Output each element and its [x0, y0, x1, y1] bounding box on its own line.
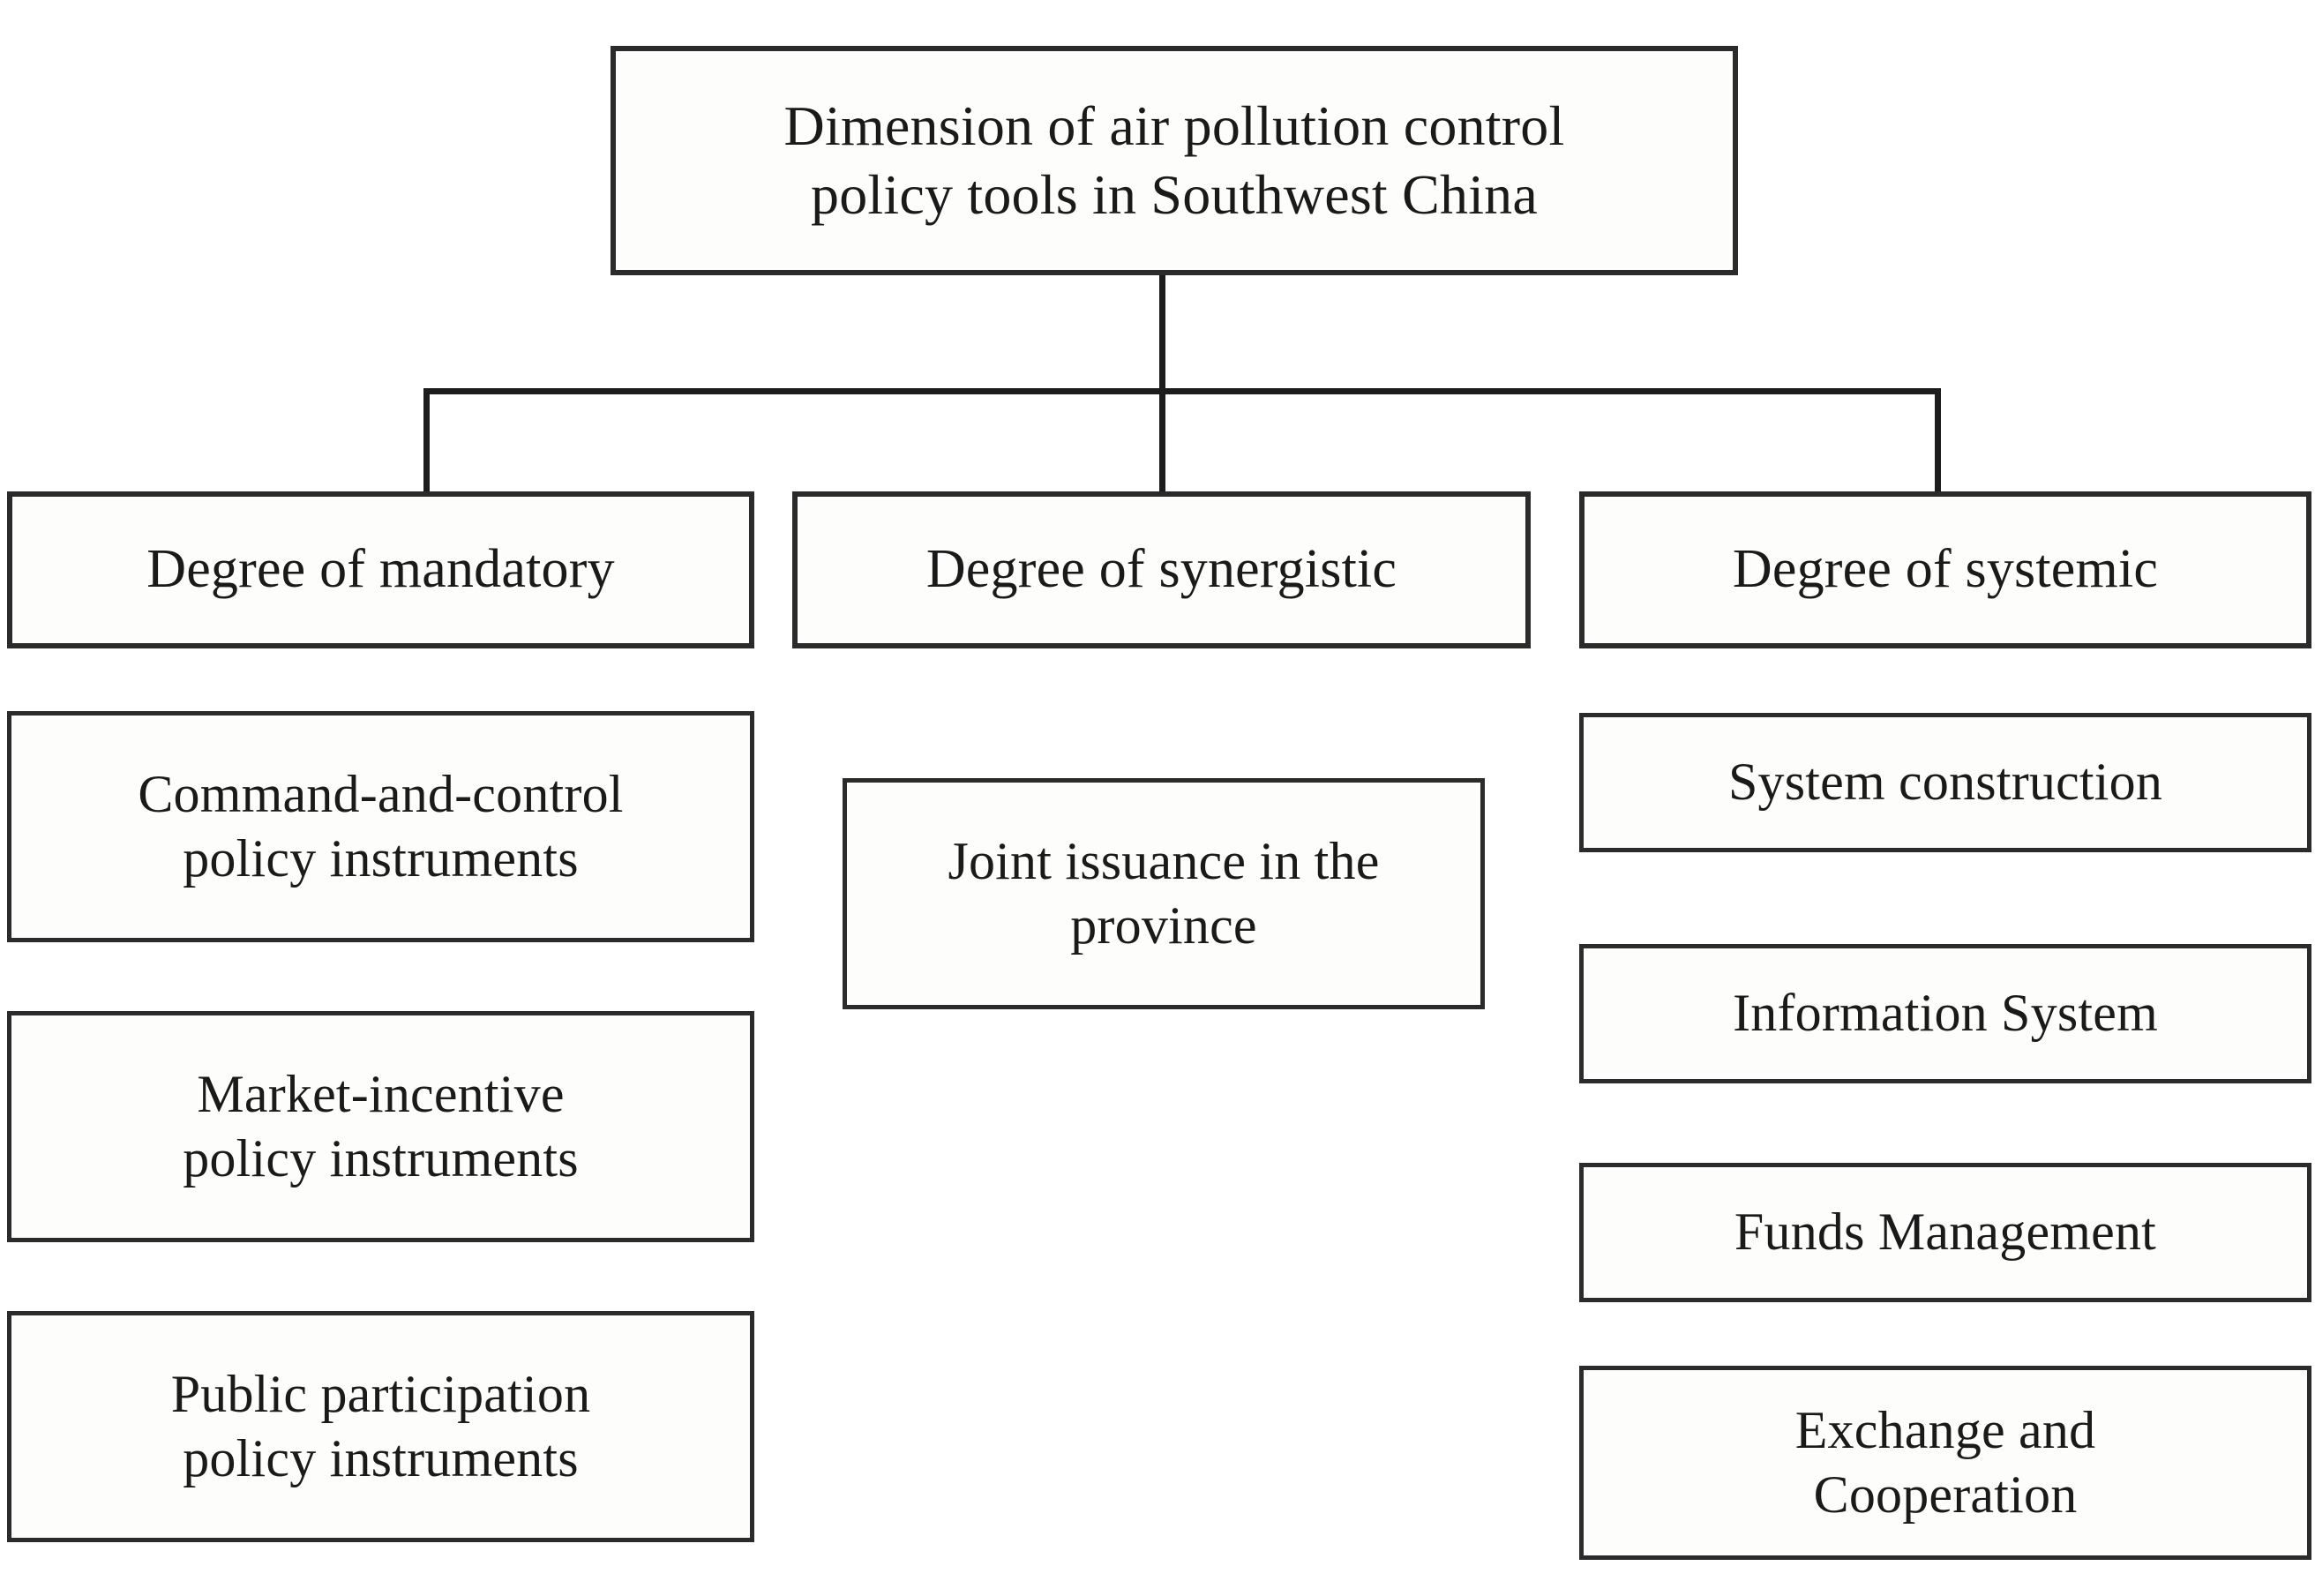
connector-drop-systemic [1935, 388, 1941, 494]
connector-root-stem [1159, 275, 1165, 394]
connector-drop-mandatory [423, 388, 430, 494]
leaf-node-command-and-control: Command-and-control policy instruments [7, 711, 754, 942]
leaf-node-funds-management: Funds Management [1579, 1163, 2311, 1302]
leaf-node-joint-issuance-label: Joint issuance in the province [948, 831, 1380, 955]
leaf-node-system-construction-label: System construction [1727, 753, 2163, 812]
leaf-node-market-incentive-label: Market-incentive policy instruments [183, 1064, 579, 1188]
connector-horizontal-bus [423, 388, 1941, 394]
root-node-label: Dimension of air pollution control polic… [783, 94, 1565, 226]
leaf-node-public-participation: Public participation policy instruments [7, 1311, 754, 1542]
leaf-node-joint-issuance: Joint issuance in the province [843, 778, 1485, 1009]
leaf-node-command-and-control-label: Command-and-control policy instruments [138, 764, 624, 888]
leaf-node-system-construction: System construction [1579, 713, 2311, 852]
branch-node-synergistic-label: Degree of synergistic [925, 539, 1397, 600]
leaf-node-information-system: Information System [1579, 944, 2311, 1083]
leaf-node-information-system-label: Information System [1733, 984, 2158, 1043]
leaf-node-funds-management-label: Funds Management [1734, 1203, 2157, 1262]
connector-drop-synergistic [1159, 388, 1165, 494]
branch-node-systemic-label: Degree of systemic [1732, 539, 2159, 600]
branch-node-systemic: Degree of systemic [1579, 491, 2311, 648]
leaf-node-exchange-and-cooperation-label: Exchange and Cooperation [1794, 1400, 2096, 1524]
root-node: Dimension of air pollution control polic… [611, 46, 1738, 275]
leaf-node-public-participation-label: Public participation policy instruments [170, 1364, 591, 1487]
branch-node-mandatory-label: Degree of mandatory [146, 539, 615, 600]
branch-node-synergistic: Degree of synergistic [792, 491, 1531, 648]
leaf-node-exchange-and-cooperation: Exchange and Cooperation [1579, 1366, 2311, 1560]
branch-node-mandatory: Degree of mandatory [7, 491, 754, 648]
leaf-node-market-incentive: Market-incentive policy instruments [7, 1011, 754, 1242]
